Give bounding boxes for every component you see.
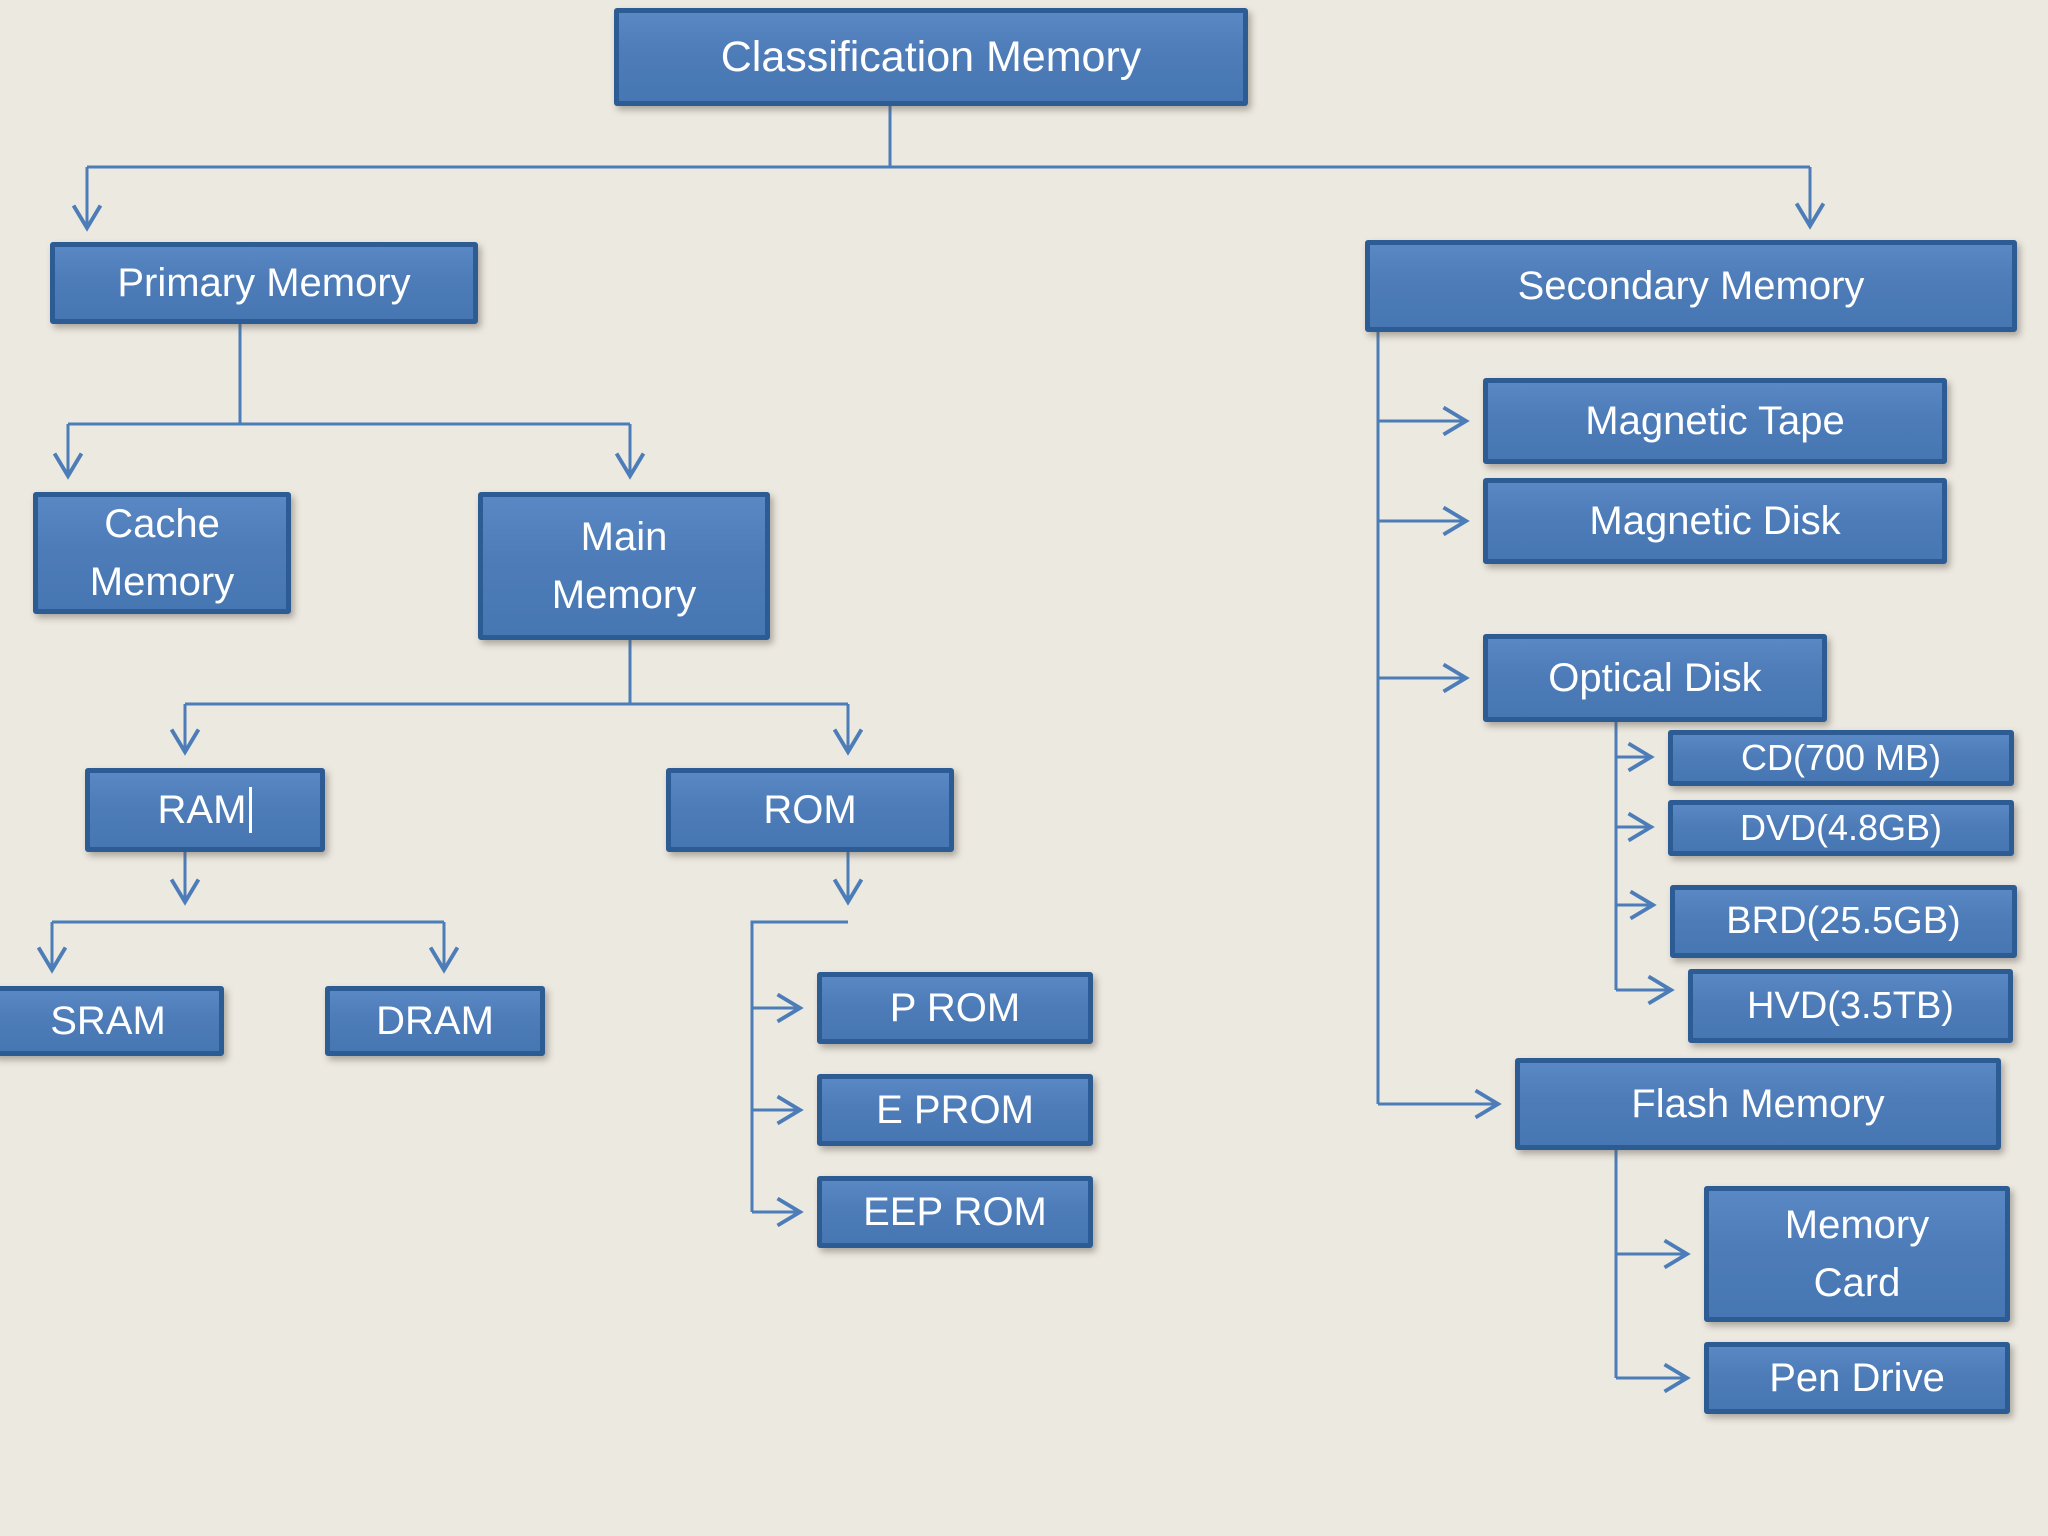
node-label: Main — [580, 515, 668, 559]
node-brd: BRD(25.5GB) — [1670, 885, 2017, 958]
node-cache-memory: Cache Memory — [33, 492, 291, 614]
node-dram: DRAM — [325, 986, 545, 1056]
node-label: RAM — [157, 787, 247, 832]
node-e-prom: E PROM — [817, 1074, 1093, 1146]
node-cd: CD(700 MB) — [1668, 730, 2014, 786]
node-label: Cache — [104, 502, 220, 546]
node-flash-memory: Flash Memory — [1515, 1058, 2001, 1150]
node-label: Card — [1813, 1261, 1901, 1305]
node-primary-memory: Primary Memory — [50, 242, 478, 324]
node-ram: RAM — [85, 768, 325, 852]
node-classification-memory: Classification Memory — [614, 8, 1248, 106]
node-p-rom: P ROM — [817, 972, 1093, 1044]
node-hvd: HVD(3.5TB) — [1688, 969, 2013, 1043]
node-secondary-memory: Secondary Memory — [1365, 240, 2017, 332]
node-magnetic-tape: Magnetic Tape — [1483, 378, 1947, 464]
node-main-memory: Main Memory — [478, 492, 770, 640]
node-label: Memory — [89, 560, 235, 604]
node-label: Memory — [1784, 1203, 1930, 1247]
node-memory-card: Memory Card — [1704, 1186, 2010, 1322]
node-label: Memory — [551, 573, 697, 617]
node-pen-drive: Pen Drive — [1704, 1342, 2010, 1414]
node-magnetic-disk: Magnetic Disk — [1483, 478, 1947, 564]
node-eep-rom: EEP ROM — [817, 1176, 1093, 1248]
node-dvd: DVD(4.8GB) — [1668, 800, 2014, 856]
node-optical-disk: Optical Disk — [1483, 634, 1827, 722]
text-cursor — [249, 787, 253, 833]
node-rom: ROM — [666, 768, 954, 852]
node-sram: SRAM — [0, 986, 224, 1056]
